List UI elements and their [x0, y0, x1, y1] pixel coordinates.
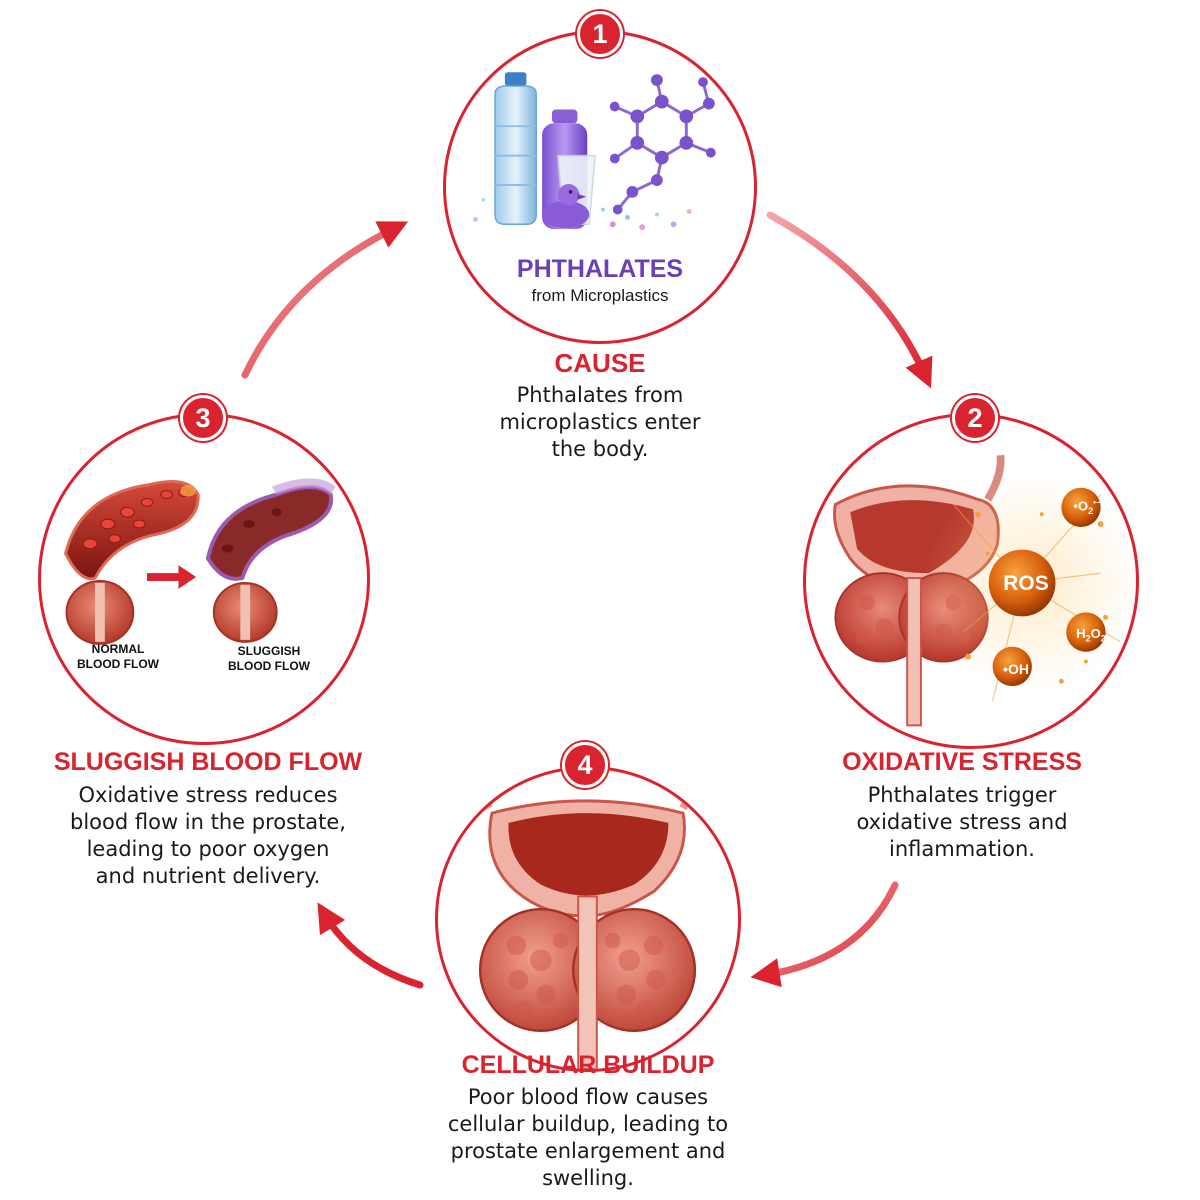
ros-particle	[988, 549, 1056, 617]
step-3-circle: NORMAL BLOOD FLOW SLUGGISH BLOOD FLOW	[38, 413, 370, 745]
phthalates-illustration	[472, 72, 716, 231]
step-1-line: the body.	[551, 437, 649, 461]
superoxide-particle	[1061, 487, 1101, 527]
superoxide-sup: •−	[1093, 498, 1101, 507]
step-1-description: Phthalates from microplastics enter the …	[430, 382, 770, 463]
hydroxyl-label: •OH	[1003, 661, 1029, 677]
step-4-heading: CELLULAR BUILDUP	[461, 1051, 715, 1079]
water-bottle-icon	[494, 72, 537, 226]
step-1-line: Phthalates from	[516, 383, 684, 407]
step-3-line: blood flow in the prostate,	[70, 810, 346, 834]
sluggish-label-line: SLUGGISH	[237, 644, 301, 658]
step-3-badge: 3	[180, 395, 226, 441]
ros-sparks	[965, 511, 1109, 684]
inner-title-phthalates: PHTHALATES	[516, 255, 684, 283]
step-4-line: Poor blood flow causes	[467, 1085, 709, 1109]
step-2-badge: 2	[952, 395, 998, 441]
peroxide-o: O	[1090, 626, 1101, 641]
cellular-buildup-illustration	[478, 783, 697, 1069]
step-2-circle: ROS •O2•− H2O2 •OH	[803, 413, 1139, 749]
arrow-1-to-2	[766, 211, 933, 389]
hydroxyl-particle	[992, 646, 1032, 687]
peroxide-h: H	[1076, 626, 1086, 641]
step-4-description: Poor blood flow causes cellular buildup,…	[413, 1084, 763, 1192]
step-4-line: cellular buildup, leading to	[447, 1112, 729, 1136]
step-3-line: leading to poor oxygen	[86, 837, 330, 861]
transition-arrow-icon	[147, 565, 197, 589]
oxidative-stress-illustration	[833, 454, 1136, 727]
superoxide-base: •O	[1073, 498, 1089, 514]
step-2-line: Phthalates trigger	[867, 783, 1057, 807]
peroxide-sub2: 2	[1100, 633, 1106, 644]
step-1-heading: CAUSE	[554, 348, 646, 378]
rubber-duck-icon	[542, 184, 590, 229]
step-2-heading: OXIDATIVE STRESS	[842, 748, 1082, 776]
inner-subtitle-microplastics: from Microplastics	[531, 286, 669, 305]
step-4-line: swelling.	[542, 1166, 634, 1190]
step-1-line: microplastics enter	[499, 410, 701, 434]
enlarged-prostate-icon	[478, 783, 697, 1069]
step-3-heading: SLUGGISH BLOOD FLOW	[53, 748, 363, 776]
normal-label-line: NORMAL	[91, 642, 145, 656]
sluggish-label-line: BLOOD FLOW	[228, 659, 310, 673]
step-1-badge: 1	[577, 11, 623, 57]
ros-label: ROS	[1003, 572, 1049, 595]
normal-vessel-icon	[63, 480, 200, 645]
step-3-line: Oxidative stress reduces	[78, 783, 338, 807]
step-4-badge: 4	[562, 742, 608, 788]
step-4-line: prostate enlargement and	[450, 1139, 726, 1163]
blood-flow-illustration	[63, 478, 336, 645]
microplastic-particles	[472, 197, 692, 231]
superoxide-label: •O2•−	[1064, 498, 1110, 516]
step-2-line: oxidative stress and	[856, 810, 1068, 834]
arrow-2-to-4	[750, 881, 899, 988]
peroxide-particle	[1066, 612, 1106, 652]
step-2-description: Phthalates trigger oxidative stress and …	[792, 782, 1132, 863]
arrow-4-to-3	[317, 902, 424, 989]
normal-blood-flow-label: NORMAL BLOOD FLOW	[63, 642, 173, 672]
step-4-circle	[435, 766, 741, 1072]
normal-label-line: BLOOD FLOW	[77, 657, 159, 671]
peroxide-label: H2O2	[1067, 626, 1115, 644]
step-3-line: and nutrient delivery.	[95, 864, 321, 888]
arrow-3-to-1	[241, 221, 409, 379]
superoxide-sub: 2	[1088, 505, 1094, 516]
peroxide-sub1: 2	[1085, 633, 1091, 644]
step-3-description: Oxidative stress reduces blood flow in t…	[28, 782, 388, 890]
step-2-line: inflammation.	[889, 837, 1035, 861]
step-1-circle: PHTHALATES from Microplastics	[443, 30, 757, 344]
sluggish-blood-flow-label: SLUGGISH BLOOD FLOW	[209, 644, 329, 674]
molecule-atoms	[609, 74, 716, 215]
sluggish-vessel-icon	[205, 478, 336, 643]
